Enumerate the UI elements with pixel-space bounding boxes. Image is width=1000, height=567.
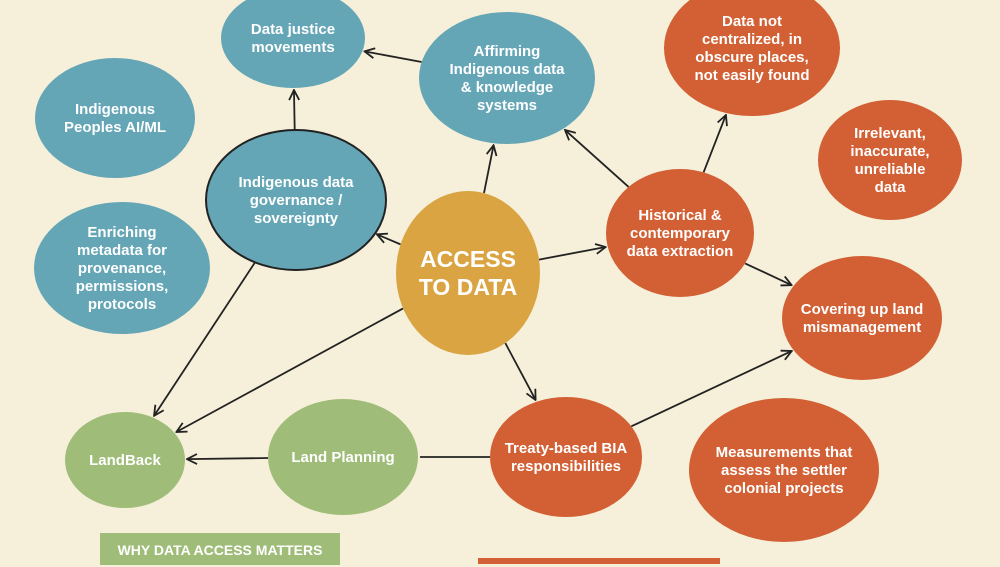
node-notcentral-label: centralized, in [702, 31, 802, 48]
node-planning: Land Planning [268, 399, 418, 515]
node-irrelevant-label: Irrelevant, [854, 125, 926, 142]
node-enriching-label: Enriching [87, 224, 156, 241]
node-covering-bubble [782, 256, 942, 380]
node-justice-label: Data justice [251, 21, 335, 38]
node-historical-label: data extraction [627, 243, 734, 260]
node-affirming-bubble [419, 12, 595, 144]
node-affirming-label: Indigenous data [449, 61, 565, 78]
arrow-access-to-landback [176, 307, 404, 432]
node-enriching-label: provenance, [78, 260, 166, 277]
node-governance-bubble [205, 129, 387, 271]
node-aiml-bubble [35, 58, 195, 178]
node-landback: LandBack [65, 412, 185, 508]
node-enriching-label: metadata for [77, 242, 167, 259]
orange-section-strip [478, 558, 720, 564]
arrow-historical-to-covering [744, 262, 792, 285]
node-notcentral-label: Data not [722, 13, 782, 30]
node-historical-label: contemporary [630, 225, 731, 242]
node-enriching-bubble [34, 202, 210, 334]
node-historical-bubble [606, 169, 754, 297]
arrow-governance-to-landback [154, 261, 256, 416]
arrow-historical-to-notcentral [702, 115, 726, 173]
arrow-historical-to-affirming [565, 130, 630, 188]
node-enriching-label: permissions, [76, 278, 169, 295]
node-access-label: TO DATA [419, 274, 517, 300]
node-aiml-label: Peoples AI/ML [64, 119, 166, 136]
node-affirming-label: systems [477, 97, 537, 114]
arrow-governance-to-justice [294, 90, 295, 131]
node-historical-label: Historical & [638, 207, 722, 224]
arrow-access-to-historical [538, 247, 606, 261]
arrow-access-to-treaty [504, 342, 535, 400]
node-governance-label: sovereignty [254, 210, 339, 227]
node-planning-label: Land Planning [291, 449, 394, 466]
node-irrelevant-bubble [818, 100, 962, 220]
arrow-planning-to-landback [187, 458, 269, 459]
node-notcentral-bubble [664, 0, 840, 116]
node-notcentral-label: not easily found [694, 67, 809, 84]
node-access-label: ACCESS [420, 246, 516, 272]
node-irrelevant-label: unreliable [855, 161, 926, 178]
node-irrelevant-label: inaccurate, [850, 143, 929, 160]
arrow-treaty-to-covering [630, 351, 791, 428]
arrow-affirming-to-justice [364, 51, 422, 63]
node-notcentral-label: obscure places, [695, 49, 808, 66]
node-treaty-label: responsibilities [511, 458, 621, 475]
arrow-access-to-governance [377, 234, 401, 246]
node-planning-bubble [268, 399, 418, 515]
node-affirming-label: Affirming [474, 43, 541, 60]
node-aiml-label: Indigenous [75, 101, 155, 118]
node-covering-label: mismanagement [803, 319, 921, 336]
node-measure-label: assess the settler [721, 462, 847, 479]
node-measure-bubble [689, 398, 879, 542]
node-enriching-label: protocols [88, 296, 156, 313]
node-covering-label: Covering up land [801, 301, 924, 318]
node-measure-label: Measurements that [716, 444, 853, 461]
node-governance-label: governance / [250, 192, 343, 209]
node-treaty-label: Treaty-based BIA [505, 440, 628, 457]
node-affirming-label: & knowledge [461, 79, 554, 96]
why-data-access-matters-banner: WHY DATA ACCESS MATTERS [100, 533, 340, 565]
node-access-bubble [396, 191, 540, 355]
node-treaty-bubble [490, 397, 642, 517]
arrow-access-to-affirming [483, 145, 494, 194]
node-irrelevant-label: data [875, 179, 907, 196]
node-measure-label: colonial projects [724, 480, 843, 497]
node-landback-bubble [65, 412, 185, 508]
node-governance-label: Indigenous data [238, 174, 354, 191]
node-justice-label: movements [251, 39, 334, 56]
node-justice-bubble [221, 0, 365, 88]
node-landback-label: LandBack [89, 452, 161, 469]
